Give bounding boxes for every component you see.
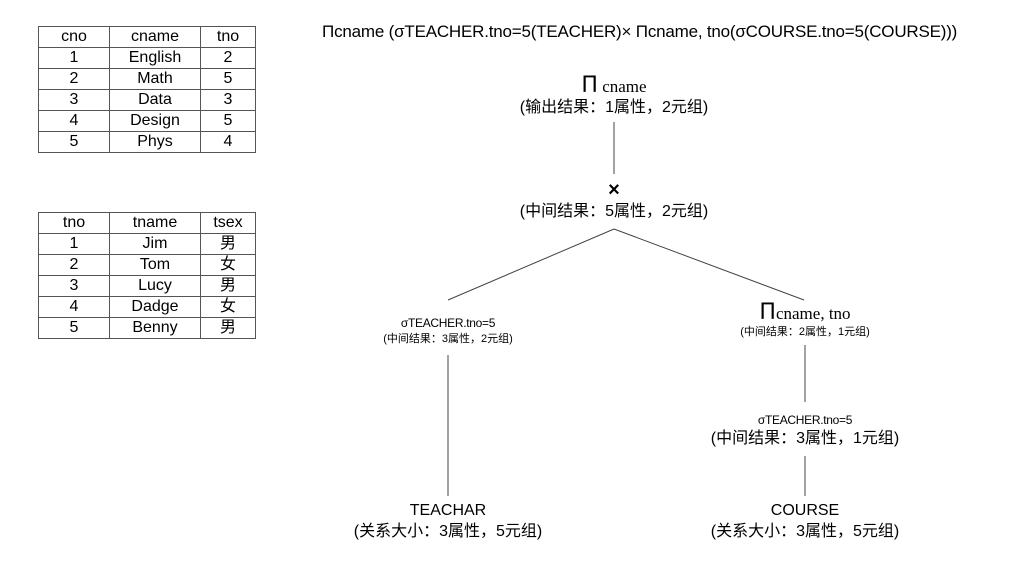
tree-left-select-node: σTEACHER.tno=5 (中间结果：3属性，2元组) [383,315,513,347]
table-row: 2 Tom 女 [38,254,256,276]
right-leaf-label: COURSE [770,502,840,519]
table-cell: 5 [200,68,256,90]
teacher-header-row: tno tname tsex [38,212,256,234]
right-select-label: σTEACHER.tno=5 [757,413,853,427]
table-row: 5 Benny 男 [38,317,256,339]
algebra-expression: Πcname (σTEACHER.tno=5(TEACHER)× Πcname,… [322,22,958,41]
projection-symbol: Π [581,73,598,98]
left-leaf-label: TEACHAR [409,502,487,519]
product-info: (中间结果：5属性，2元组) [519,203,709,220]
left-select-info: (中间结果：3属性，2元组) [383,333,513,345]
table-row: 3 Lucy 男 [38,275,256,297]
table-row: 5 Phys 4 [38,131,256,153]
table-cell: 男 [200,317,256,339]
tree-right-select-node: σTEACHER.tno=5 (中间结果：3属性，1元组) [711,412,899,450]
table-cell: 4 [200,131,256,153]
right-project-info: (中间结果：2属性，1元组) [740,326,870,338]
teacher-header-tsex: tsex [200,212,256,234]
product-symbol: × [608,179,620,201]
left-select-label: σTEACHER.tno=5 [400,316,496,330]
right-project-operator: Πcname, tno [740,300,870,325]
right-select-info: (中间结果：3属性，1元组) [710,430,900,447]
root-info: (输出结果：1属性，2元组) [519,99,709,116]
teacher-header-tname: tname [109,212,201,234]
course-table: cno cname tno 1 English 2 2 Math 5 3 Dat… [38,26,256,153]
table-row: 1 Jim 男 [38,233,256,255]
table-row: 4 Design 5 [38,110,256,132]
root-operator: Π cname [520,73,708,98]
edge-product-right-project [613,228,805,301]
table-cell: Phys [109,131,201,153]
right-leaf-info: (关系大小：3属性，5元组) [710,523,900,540]
right-project-label: cname, tno [775,304,851,323]
projection-symbol: Π [759,300,776,325]
table-cell: 5 [38,317,110,339]
table-cell: Benny [109,317,201,339]
tree-right-leaf-node: COURSE (关系大小：3属性，5元组) [711,501,899,543]
tree-product-node: × (中间结果：5属性，2元组) [520,179,708,223]
root-label: cname [602,77,647,96]
tree-root-node: Π cname (输出结果：1属性，2元组) [519,73,709,119]
table-cell: Lucy [109,275,201,297]
left-leaf-info: (关系大小：3属性，5元组) [353,523,543,540]
teacher-table: tno tname tsex 1 Jim 男 2 Tom 女 3 Lucy 男 … [38,212,256,339]
tree-left-leaf-node: TEACHAR (关系大小：3属性，5元组) [354,501,542,543]
edge-product-left-select [447,228,615,301]
tree-right-project-node: Πcname, tno (中间结果：2属性，1元组) [740,300,870,340]
